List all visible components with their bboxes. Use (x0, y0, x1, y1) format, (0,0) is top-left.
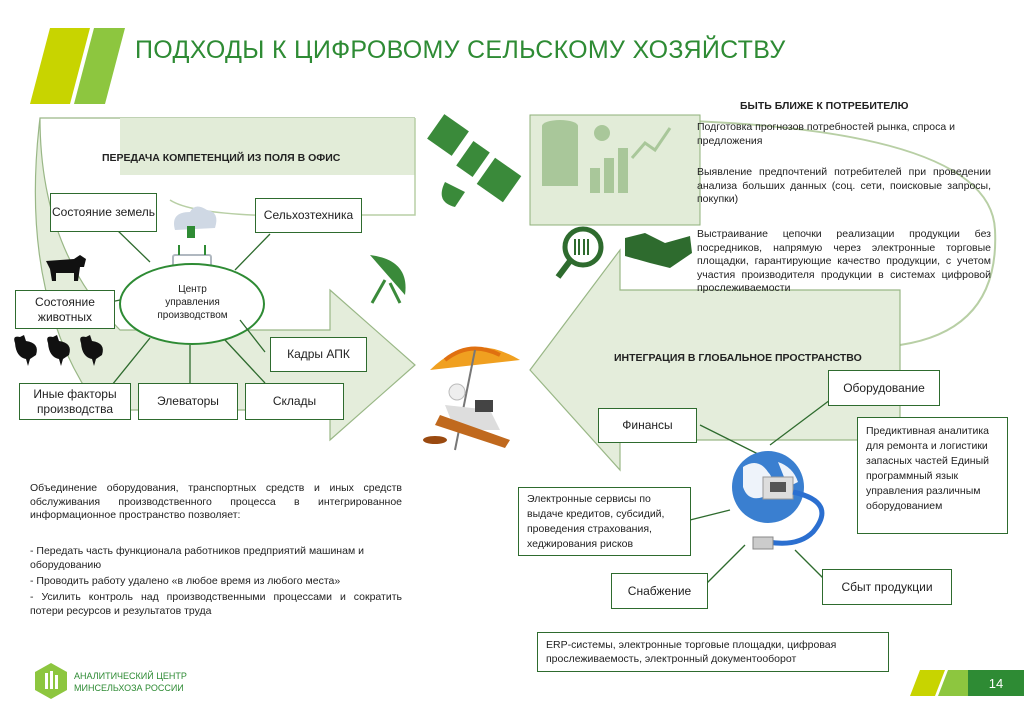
center-label: Центр управления производством (157, 284, 228, 321)
box-erp: ERP-системы, электронные торговые площад… (537, 632, 889, 672)
ministry-logo (35, 663, 67, 699)
footer-stripes (910, 670, 970, 696)
box-machinery: Сельхозтехника (255, 198, 362, 233)
person-umbrella-illustration (423, 346, 520, 451)
left-heading: ПЕРЕДАЧА КОМПЕТЕНЦИЙ ИЗ ПОЛЯ В ОФИС (102, 152, 341, 164)
box-other-factors: Иные факторы производства (19, 383, 131, 420)
left-bullet-2: - Проводить работу удалено «в любое врем… (30, 575, 341, 587)
cow-icon (46, 255, 86, 281)
right-top-p2: Выявление предпочтений потребителей при … (697, 166, 991, 205)
chicken-icons (14, 335, 103, 366)
right-top-heading: БЫТЬ БЛИЖЕ К ПОТРЕБИТЕЛЮ (740, 100, 909, 112)
page-number: 14 (968, 670, 1024, 696)
footer-org-line2: МИНСЕЛЬХОЗА РОССИИ (74, 683, 184, 693)
database-analytics-icon (542, 120, 672, 193)
box-staff: Кадры АПК (270, 337, 367, 372)
box-equipment: Оборудование (828, 370, 940, 406)
right-top-p1: Подготовка прогнозов потребностей рынка,… (697, 121, 955, 147)
satellite-icon (427, 114, 522, 207)
box-electronic-services: Электронные сервисы по выдаче кредитов, … (518, 487, 691, 556)
box-warehouses: Склады (245, 383, 344, 420)
box-sales: Сбыт продукции (822, 569, 952, 605)
barcode-magnifier-icon (555, 226, 604, 279)
box-supply: Снабжение (611, 573, 708, 609)
box-land-state: Состояние земель (50, 193, 157, 232)
left-connectors (95, 227, 271, 386)
right-bottom-heading: ИНТЕГРАЦИЯ В ГЛОБАЛЬНОЕ ПРОСТРАНСТВО (614, 352, 862, 364)
box-animals-state: Состояние животных (15, 290, 115, 329)
footer-organization: АНАЛИТИЧЕСКИЙ ЦЕНТР МИНСЕЛЬХОЗА РОССИИ (74, 670, 187, 694)
left-bullet-3: - Усилить контроль над производственными… (30, 591, 402, 617)
satellite-dish-icon (370, 255, 406, 304)
right-top-p3: Выстраивание цепочки реализации продукци… (697, 228, 991, 294)
footer-org-line1: АНАЛИТИЧЕСКИЙ ЦЕНТР (74, 671, 187, 681)
box-equipment-description: Предиктивная аналитика для ремонта и лог… (857, 417, 1008, 534)
left-description: Объединение оборудования, транспортных с… (30, 482, 402, 521)
handshake-icon (625, 233, 692, 268)
page-title: ПОДХОДЫ К ЦИФРОВОМУ СЕЛЬСКОМУ ХОЗЯЙСТВУ (135, 36, 786, 64)
left-bullet-1: - Передать часть функционала работников … (30, 545, 364, 571)
globe-network-icon (732, 451, 825, 550)
box-finance: Финансы (598, 408, 697, 443)
header-stripes (30, 28, 125, 104)
box-elevators: Элеваторы (138, 383, 238, 420)
center-ellipse (119, 263, 265, 345)
